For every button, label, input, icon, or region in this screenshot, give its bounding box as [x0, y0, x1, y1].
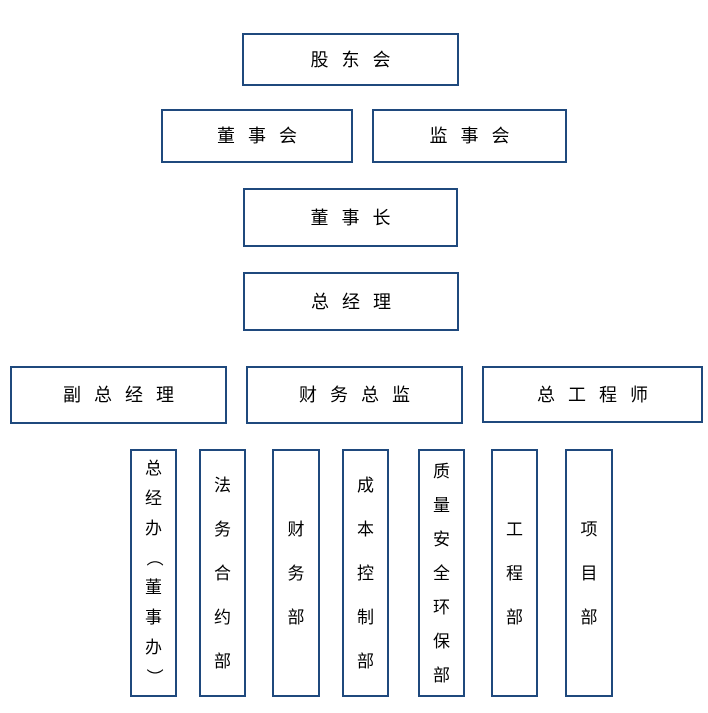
dept-box-project-label: 项目部 [580, 519, 598, 627]
dept-box-quality-safety-environment-label: 质量安全环保部 [433, 461, 450, 685]
org-box-finance-director-label: 财务总监 [299, 385, 423, 405]
dept-box-finance: 财务部 [272, 449, 320, 697]
org-box-supervisory-board-label: 监事会 [429, 126, 523, 146]
dept-box-quality-safety-environment: 质量安全环保部 [418, 449, 465, 697]
org-box-deputy-general-manager-label: 副总经理 [63, 385, 187, 405]
org-box-shareholders-meeting-label: 股东会 [310, 49, 404, 70]
org-box-chairman-label: 董事长 [310, 207, 404, 228]
org-box-board-of-directors: 董事会 [161, 109, 353, 163]
dept-box-legal-contract-label: 法务合约部 [214, 475, 231, 671]
org-box-chief-engineer: 总工程师 [482, 366, 703, 423]
org-box-finance-director: 财务总监 [246, 366, 463, 424]
org-box-chairman: 董事长 [243, 188, 458, 247]
dept-box-gm-office: 总经办（董事办） [130, 449, 177, 697]
org-box-shareholders-meeting: 股东会 [242, 33, 459, 86]
org-box-general-manager-label: 总经理 [311, 291, 404, 312]
dept-box-cost-control-label: 成本控制部 [357, 475, 374, 671]
dept-box-gm-office-label: 总经办（董事办） [144, 459, 163, 686]
dept-box-cost-control: 成本控制部 [342, 449, 389, 697]
dept-box-legal-contract: 法务合约部 [199, 449, 246, 697]
org-box-deputy-general-manager: 副总经理 [10, 366, 227, 424]
dept-box-project: 项目部 [565, 449, 613, 697]
org-box-general-manager: 总经理 [243, 272, 459, 331]
org-box-chief-engineer-label: 总工程师 [537, 384, 661, 405]
dept-box-engineering-label: 工程部 [506, 519, 523, 627]
org-box-board-of-directors-label: 董事会 [217, 126, 310, 146]
dept-box-engineering: 工程部 [491, 449, 538, 697]
org-box-supervisory-board: 监事会 [372, 109, 567, 163]
dept-box-finance-label: 财务部 [287, 519, 305, 627]
